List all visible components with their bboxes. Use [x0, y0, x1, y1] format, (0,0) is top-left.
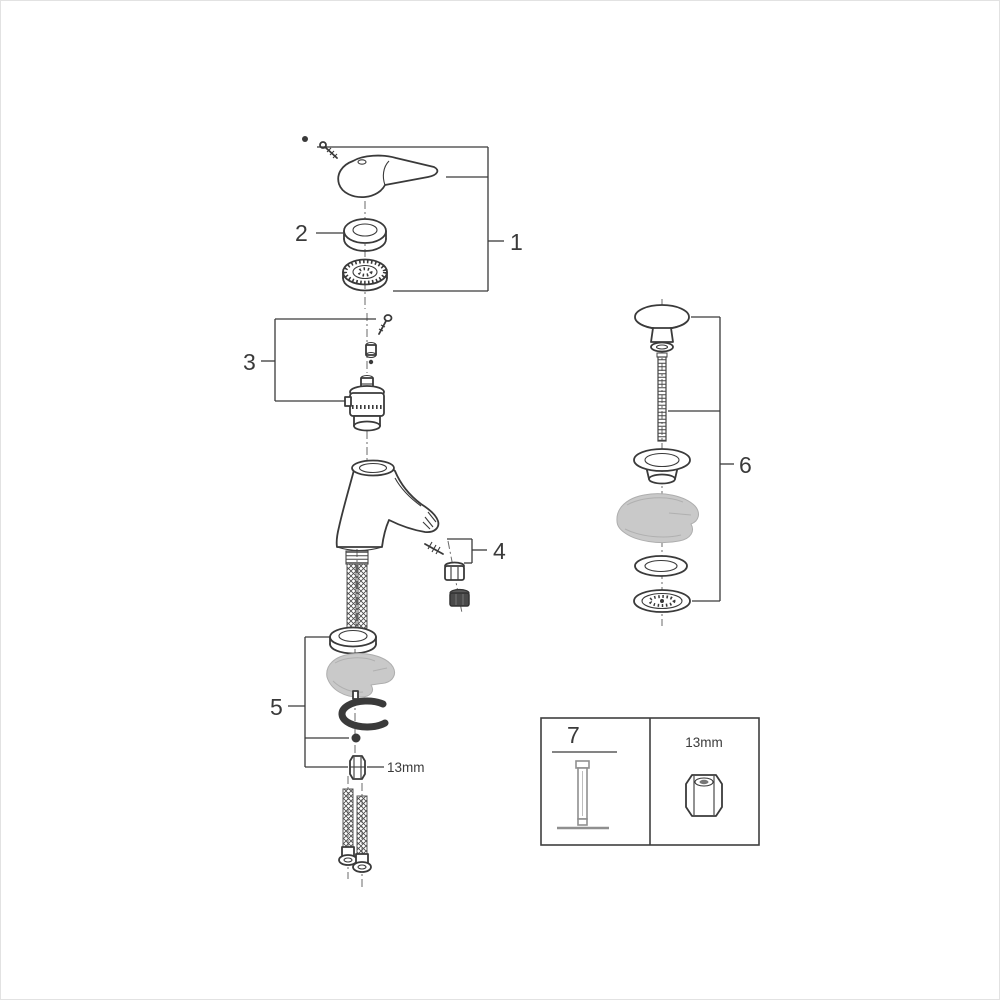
hose-tail-left — [346, 563, 357, 629]
callout-2-group: 2 — [295, 220, 343, 246]
callout-5-group: 5 — [270, 636, 349, 768]
callout-4: 4 — [493, 538, 506, 564]
threaded-rod — [656, 352, 668, 442]
drain-trap-grey — [616, 493, 699, 544]
drain-plug — [634, 304, 690, 343]
callout-5: 5 — [270, 694, 283, 720]
lever-handle — [337, 154, 439, 198]
cartridge-fixing-nut — [342, 258, 388, 292]
hose-tail-right — [357, 563, 368, 629]
callout-1-group: 1 — [317, 146, 523, 292]
callout-6-group: 6 — [668, 316, 752, 602]
tool-nut-size-label: 13mm — [685, 735, 723, 750]
stud-ball — [351, 733, 361, 743]
callout-2: 2 — [295, 220, 308, 246]
drain-washer-bottom — [634, 555, 688, 577]
tool-hex-nut — [685, 774, 723, 817]
callout-3: 3 — [243, 349, 256, 375]
socket-tool — [557, 760, 609, 830]
fixing-stud-and-nuts — [424, 541, 470, 607]
escutcheon-ring — [329, 626, 377, 655]
callout-1: 1 — [510, 229, 523, 255]
drain-washer-top — [650, 341, 674, 353]
cartridge-screw-set — [365, 314, 393, 365]
callout-4-group: 4 — [447, 538, 506, 564]
escutcheon-cap — [343, 218, 387, 252]
threaded-shank — [345, 550, 369, 565]
cartridge — [344, 374, 385, 432]
callout-3-group: 3 — [243, 318, 376, 402]
hex-nut: 13mm — [349, 755, 425, 780]
handle-screw-set — [302, 136, 338, 159]
mounting-clamp — [326, 653, 396, 698]
horseshoe-washer — [338, 690, 389, 731]
drain-flange — [633, 448, 691, 485]
callout-6: 6 — [739, 452, 752, 478]
callout-7: 7 — [567, 722, 580, 748]
supply-hoses — [338, 788, 372, 873]
drain-strainer — [633, 589, 691, 613]
hex-nut-size-label: 13mm — [387, 760, 425, 775]
faucet-body — [335, 459, 440, 629]
tool-box: 7 13mm — [540, 717, 760, 846]
